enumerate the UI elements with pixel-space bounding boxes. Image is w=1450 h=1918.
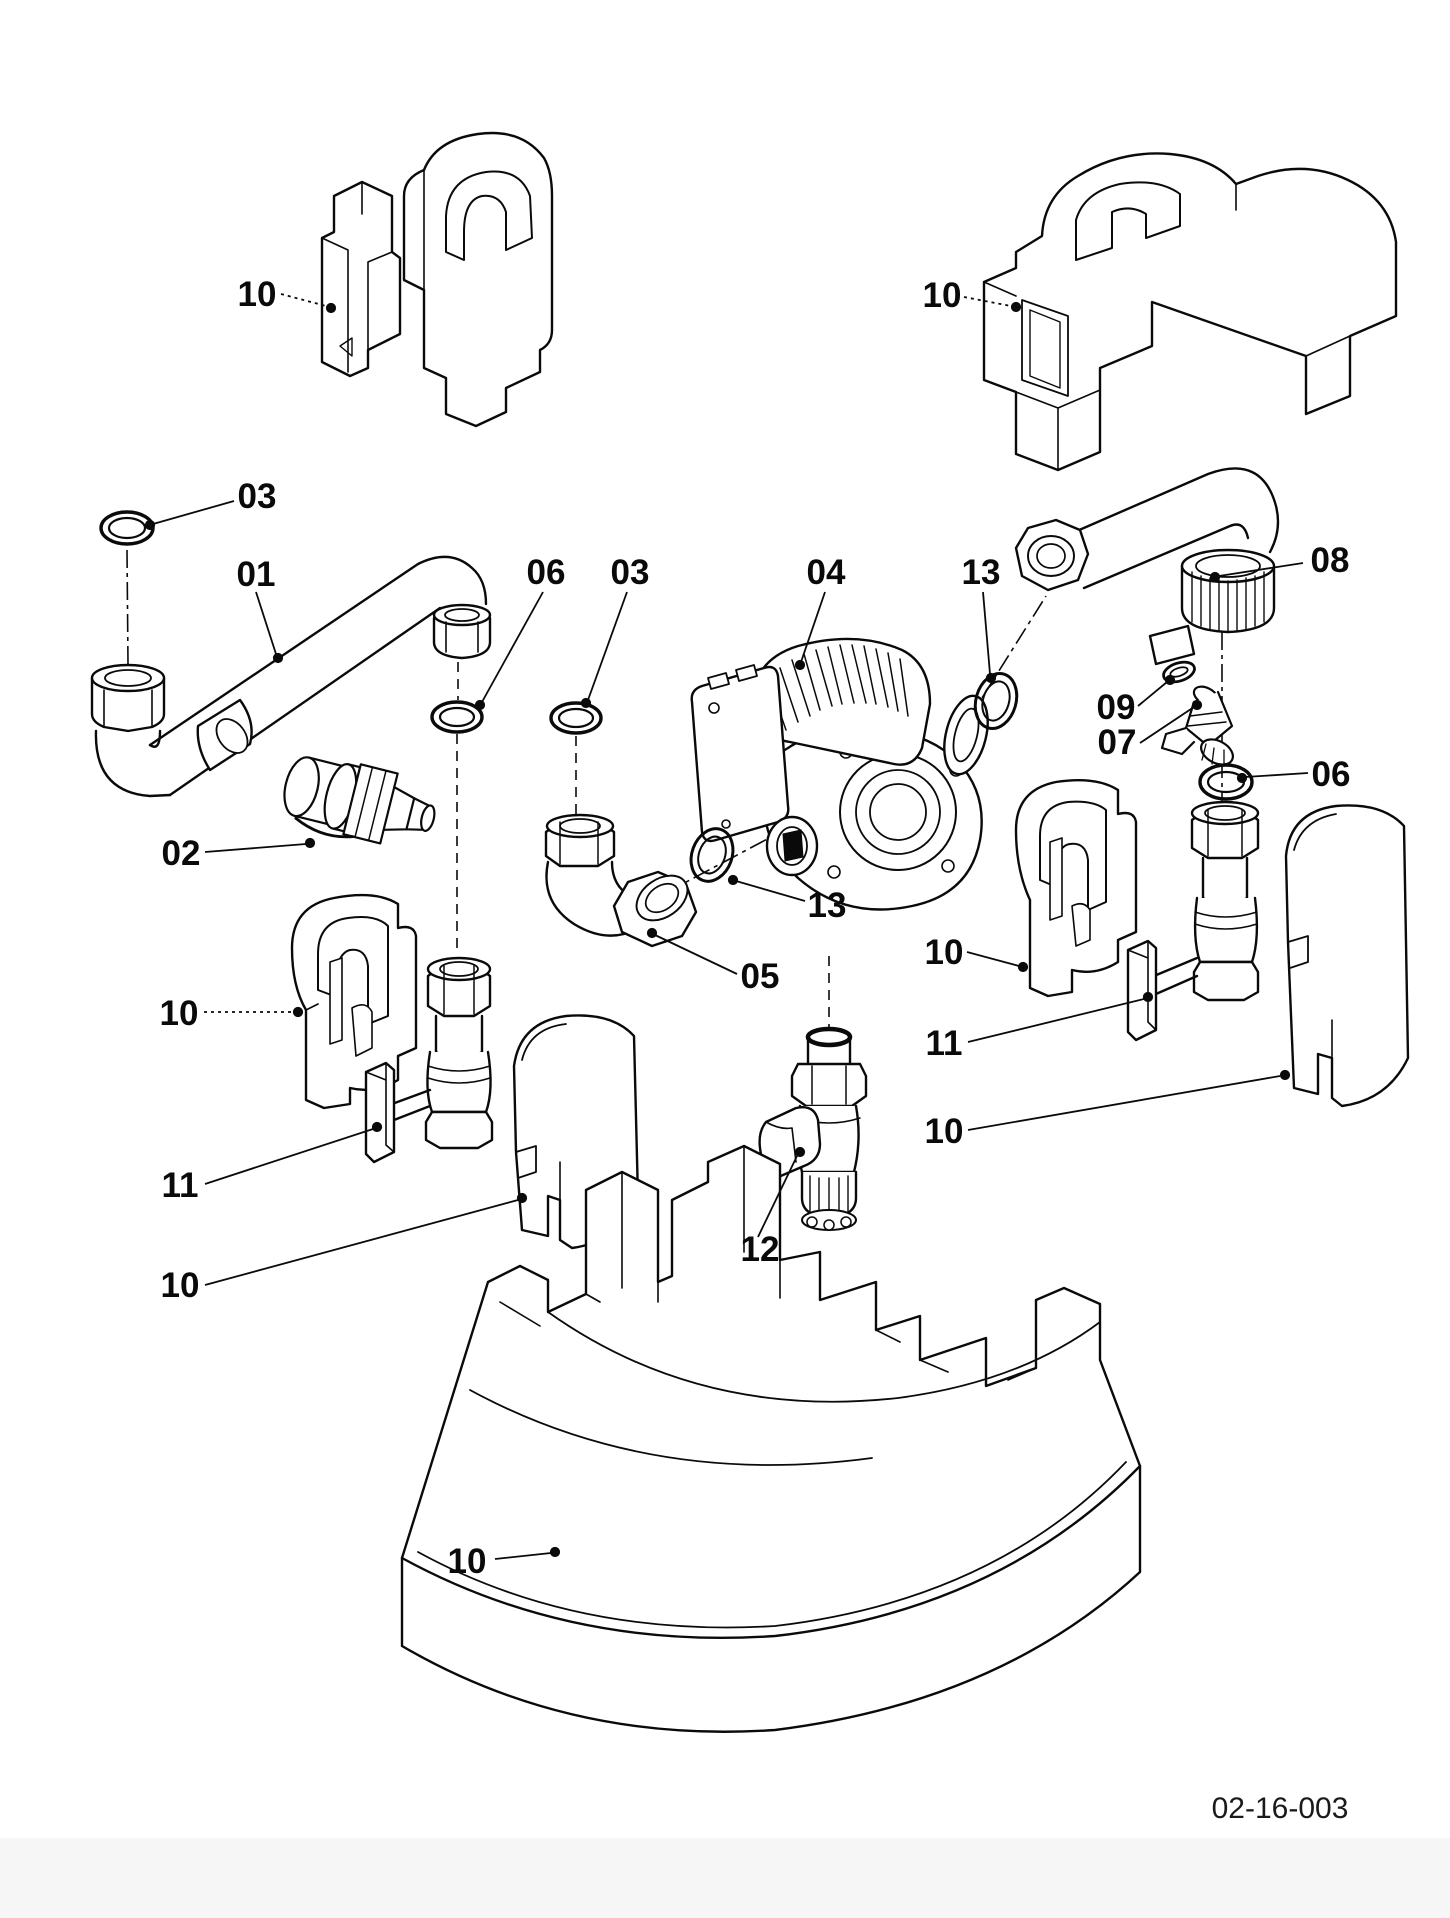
part-insulation-half-shell-right [1284,804,1410,1108]
label-03-mid: 03 [611,553,650,592]
part-insulation-cutaway-left [290,893,418,1110]
part-elbow-fitting-05 [544,813,698,948]
part-sensor-fitting-02 [283,756,436,845]
part-gasket-13-upper [973,672,1019,730]
label-10-top-left: 10 [238,275,277,314]
label-10-tray: 10 [448,1542,487,1581]
part-pipe-01 [90,555,492,798]
label-10-cutaway-right: 10 [925,933,964,972]
part-insulation-tray-bottom [400,1144,1142,1733]
part-clip-09 [1162,660,1196,684]
part-oring-03-mid [549,701,603,735]
part-elbow-pipe-08 [1014,467,1280,666]
part-insulation-shell-top-left [320,131,554,428]
leader-lines [144,293,1309,1560]
label-04: 04 [807,553,846,592]
label-02: 02 [162,834,201,873]
label-03-upper: 03 [238,477,277,516]
label-11-left: 11 [162,1166,199,1205]
label-12: 12 [741,1230,780,1269]
part-oring-03-upper [99,510,155,546]
part-gasket-13-mid [689,827,735,883]
label-07: 07 [1098,723,1137,762]
part-pump-04 [690,637,989,911]
label-08: 08 [1311,541,1350,580]
label-06-right: 06 [1312,755,1351,794]
part-valve-union-left [390,956,494,1150]
callout-labels: 10 10 03 01 06 03 04 13 08 09 07 06 02 1… [160,275,1351,1581]
label-11-right: 11 [926,1024,963,1063]
part-valve-union-right [1152,800,1260,1002]
label-13-mid: 13 [808,886,847,925]
part-vent-valve-07 [1160,685,1234,766]
page-bottom-strip [0,1838,1450,1918]
part-insulation-cutaway-right [1014,779,1138,998]
part-insulation-block-top-right [982,152,1398,472]
label-13-upper: 13 [962,553,1001,592]
label-10-cutaway-left: 10 [160,994,199,1033]
part-handle-11-left [364,1061,396,1164]
label-09: 09 [1097,688,1136,727]
drawing-number: 02-16-003 [1212,1792,1349,1825]
label-10-shell-left: 10 [161,1266,200,1305]
label-10-top-right: 10 [923,276,962,315]
part-valve-12 [758,1026,868,1231]
label-05: 05 [741,957,780,996]
label-10-shell-right: 10 [925,1112,964,1151]
label-01: 01 [237,555,276,594]
part-handle-11-right [1126,939,1158,1042]
part-oring-06-mid [430,700,484,734]
label-06-mid: 06 [527,553,566,592]
